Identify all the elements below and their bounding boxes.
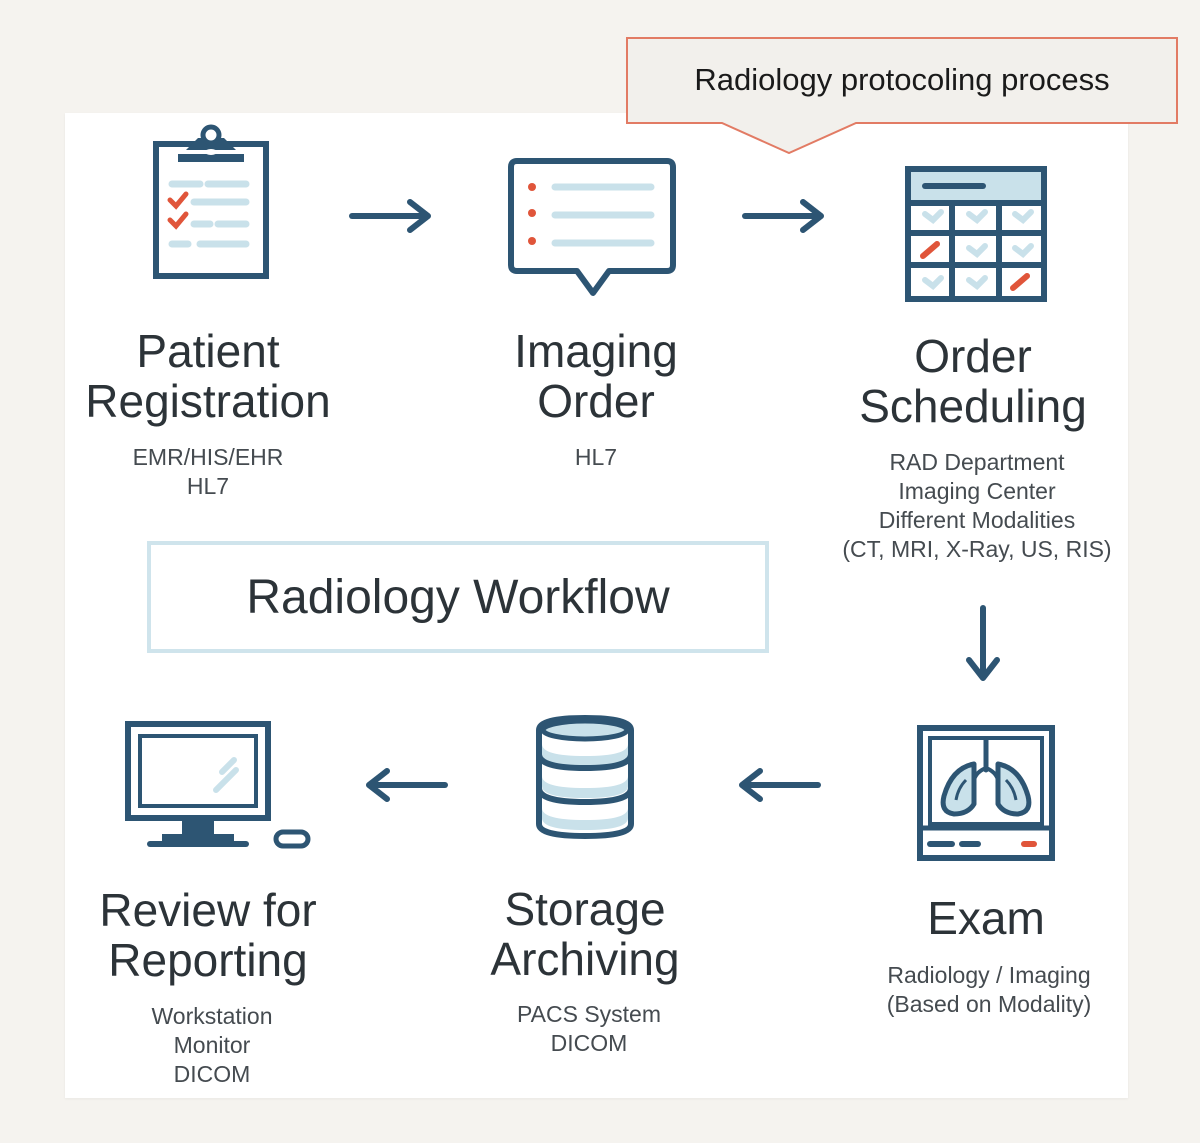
arrow-left-icon xyxy=(366,768,448,802)
arrow-down-icon xyxy=(966,605,1000,681)
step-title-imaging-order: Imaging Order xyxy=(514,325,678,427)
step-subtitle-order-scheduling: RAD Department Imaging Center Different … xyxy=(842,449,1112,562)
step-title-storage-archiving: Storage Archiving xyxy=(490,883,680,985)
database-icon xyxy=(536,714,634,840)
speech-bubble-list-icon xyxy=(508,158,676,296)
step-title-exam: Exam xyxy=(927,892,1045,944)
step-subtitle-patient-registration: EMR/HIS/EHR HL7 xyxy=(132,444,284,499)
callout-title: Radiology protocoling process xyxy=(694,62,1110,97)
title-callout: Radiology protocoling process xyxy=(626,37,1178,154)
step-subtitle-exam: Radiology / Imaging (Based on Modality) xyxy=(886,962,1092,1017)
arrow-left-icon xyxy=(739,768,821,802)
step-title-review-reporting: Review for Reporting xyxy=(99,884,317,986)
clipboard-icon xyxy=(153,124,269,279)
arrow-right-icon xyxy=(349,199,431,233)
workflow-label: Radiology Workflow xyxy=(246,570,670,624)
callout-shape xyxy=(626,37,1178,154)
step-subtitle-review-reporting: Workstation Monitor DICOM xyxy=(151,1003,273,1087)
step-title-patient-registration: Patient Registration xyxy=(85,325,331,427)
step-subtitle-storage-archiving: PACS System DICOM xyxy=(517,1001,661,1056)
step-title-order-scheduling: Order Scheduling xyxy=(859,330,1087,432)
calendar-icon xyxy=(905,166,1047,302)
lungs-xray-icon xyxy=(917,725,1055,861)
workflow-label-box: Radiology Workflow xyxy=(147,541,769,653)
monitor-icon xyxy=(125,721,311,849)
step-subtitle-imaging-order: HL7 xyxy=(574,444,618,470)
arrow-right-icon xyxy=(742,199,824,233)
